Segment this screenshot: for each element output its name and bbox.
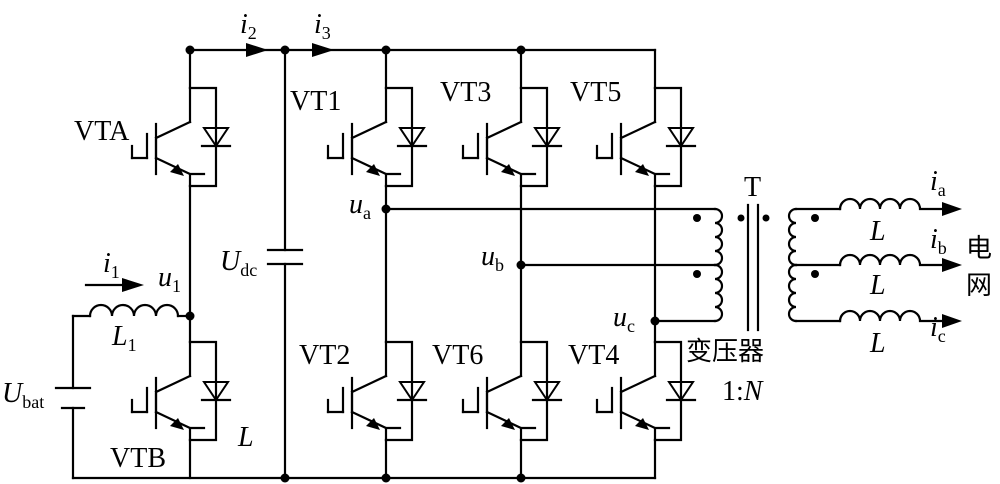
label-udc: Udc bbox=[220, 246, 257, 280]
label-ua: ua bbox=[349, 189, 371, 223]
igbt-vt1 bbox=[326, 86, 428, 188]
i3-arrow bbox=[312, 43, 334, 57]
ib-arrow bbox=[942, 258, 962, 272]
junction-dots bbox=[185, 45, 660, 483]
label-transformer-ratio: 1:N bbox=[722, 376, 764, 407]
ic-arrow bbox=[942, 314, 962, 328]
label-lc: L bbox=[869, 328, 886, 359]
label-ubat: Ubat bbox=[2, 378, 44, 412]
label-vt3: VT3 bbox=[440, 77, 491, 108]
i1-arrow bbox=[122, 278, 144, 292]
inductor-lc bbox=[838, 309, 947, 323]
igbt-vtb bbox=[130, 340, 232, 442]
transformer-core bbox=[737, 203, 770, 332]
inductor-la bbox=[838, 197, 947, 211]
igbt-vta bbox=[130, 86, 232, 188]
label-ic: ic bbox=[930, 312, 946, 346]
label-grid-2: 网 bbox=[966, 271, 992, 301]
label-uc: uc bbox=[613, 302, 635, 336]
dc-link-capacitor bbox=[266, 48, 304, 480]
inductor-l1 bbox=[88, 303, 180, 318]
label-vtb: VTB bbox=[110, 443, 166, 474]
label-i3: i3 bbox=[314, 9, 331, 43]
inductor-lb bbox=[838, 253, 947, 267]
label-ia: ia bbox=[930, 166, 946, 200]
label-l-left: L bbox=[237, 422, 254, 453]
label-i2: i2 bbox=[240, 9, 257, 43]
label-vt4: VT4 bbox=[568, 340, 619, 371]
i2-arrow bbox=[246, 43, 268, 57]
label-u1: u1 bbox=[158, 262, 181, 296]
label-ub: ub bbox=[481, 241, 504, 275]
battery-symbol bbox=[54, 386, 92, 410]
label-grid-1: 电 bbox=[966, 234, 992, 264]
label-ib: ib bbox=[930, 224, 947, 258]
label-vt2: VT2 bbox=[299, 340, 350, 371]
label-transformer-t: T bbox=[744, 172, 761, 203]
label-vt6: VT6 bbox=[432, 340, 483, 371]
phase-output-wires bbox=[384, 207, 717, 323]
label-vt1: VT1 bbox=[290, 86, 341, 117]
transformer-primary bbox=[693, 207, 724, 323]
label-la: L bbox=[869, 216, 886, 247]
ia-arrow bbox=[942, 202, 962, 216]
label-lb: L bbox=[869, 270, 886, 301]
battery-loop-wire bbox=[71, 314, 192, 480]
label-l1: L1 bbox=[111, 321, 137, 355]
label-vt5: VT5 bbox=[570, 77, 621, 108]
transformer-secondary bbox=[787, 207, 842, 323]
label-vta: VTA bbox=[74, 116, 130, 147]
label-i1: i1 bbox=[103, 248, 120, 282]
label-transformer-cn: 变压器 bbox=[686, 337, 764, 367]
